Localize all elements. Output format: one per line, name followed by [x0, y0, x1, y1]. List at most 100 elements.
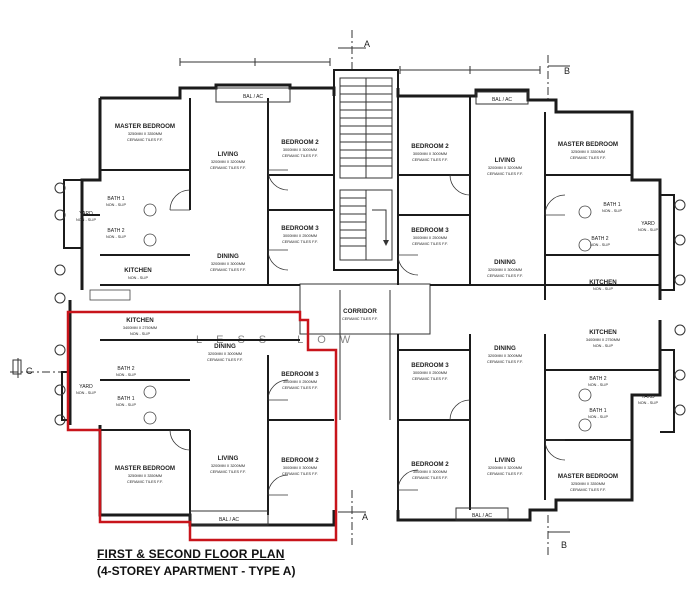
svg-text:MASTER BEDROOM: MASTER BEDROOM — [115, 465, 175, 472]
svg-text:NON - SLIP: NON - SLIP — [590, 243, 611, 247]
svg-text:NON - SLIP: NON - SLIP — [128, 276, 149, 280]
svg-text:LIVING: LIVING — [218, 151, 239, 158]
svg-text:MASTER BEDROOM: MASTER BEDROOM — [558, 473, 618, 480]
svg-text:C: C — [26, 366, 33, 376]
svg-text:LIVING: LIVING — [218, 455, 239, 462]
svg-text:3250MM X 3350MM: 3250MM X 3350MM — [128, 474, 162, 478]
svg-text:BEDROOM 2: BEDROOM 2 — [411, 143, 449, 150]
svg-text:NON - SLIP: NON - SLIP — [130, 332, 151, 336]
right-upper-unit: BAL / AC BEDROOM 2 3000MM X 3000MM CERAM… — [397, 91, 660, 300]
svg-text:CERAMIC TILES F.F.: CERAMIC TILES F.F. — [342, 317, 378, 321]
svg-text:MASTER BEDROOM: MASTER BEDROOM — [558, 141, 618, 148]
svg-text:3000MM X 3000MM: 3000MM X 3000MM — [413, 152, 447, 156]
svg-text:NON - SLIP: NON - SLIP — [116, 373, 137, 377]
svg-text:LIVING: LIVING — [495, 457, 516, 464]
unit-highlight-outline — [66, 310, 338, 542]
drawing-title: FIRST & SECOND FLOOR PLAN — [97, 547, 285, 561]
svg-text:LIVING: LIVING — [495, 157, 516, 164]
svg-text:3000MM X 3000MM: 3000MM X 3000MM — [283, 148, 317, 152]
svg-text:CERAMIC TILES F.F.: CERAMIC TILES F.F. — [210, 470, 246, 474]
svg-text:3400MM X 2750MM: 3400MM X 2750MM — [586, 338, 620, 342]
svg-text:CERAMIC TILES F.F.: CERAMIC TILES F.F. — [412, 377, 448, 381]
svg-text:BATH 1: BATH 1 — [589, 408, 606, 414]
svg-text:BATH 2: BATH 2 — [591, 236, 608, 242]
right-lower-unit: BAL / AC BEDROOM 3 3000MM X 2500MM CERAM… — [397, 329, 660, 521]
svg-text:NON - SLIP: NON - SLIP — [76, 218, 97, 222]
svg-text:BEDROOM 3: BEDROOM 3 — [281, 371, 319, 378]
svg-text:3200MM X 3000MM: 3200MM X 3000MM — [488, 268, 522, 272]
svg-text:3000MM X 2500MM: 3000MM X 2500MM — [413, 371, 447, 375]
svg-text:CERAMIC TILES F.F.: CERAMIC TILES F.F. — [207, 358, 243, 362]
svg-text:CERAMIC TILES F.F.: CERAMIC TILES F.F. — [127, 480, 163, 484]
svg-text:3200MM X 3200MM: 3200MM X 3200MM — [488, 466, 522, 470]
corridor: CORRIDOR CERAMIC TILES F.F. — [299, 283, 431, 420]
svg-text:BEDROOM 3: BEDROOM 3 — [281, 225, 319, 232]
svg-text:BATH 1: BATH 1 — [117, 396, 134, 402]
svg-text:BATH 2: BATH 2 — [589, 376, 606, 382]
svg-text:KITCHEN: KITCHEN — [589, 279, 617, 286]
svg-text:CERAMIC TILES F.F.: CERAMIC TILES F.F. — [487, 172, 523, 176]
svg-text:BAL / AC: BAL / AC — [472, 513, 492, 519]
svg-text:BEDROOM 3: BEDROOM 3 — [411, 362, 449, 369]
svg-text:3250MM X 3350MM: 3250MM X 3350MM — [128, 132, 162, 136]
svg-text:CERAMIC TILES F.F.: CERAMIC TILES F.F. — [487, 360, 523, 364]
svg-text:CERAMIC TILES F.F.: CERAMIC TILES F.F. — [210, 268, 246, 272]
section-marker-a-top: A — [338, 30, 370, 70]
svg-text:3200MM X 3000MM: 3200MM X 3000MM — [488, 354, 522, 358]
svg-text:CERAMIC TILES F.F.: CERAMIC TILES F.F. — [210, 166, 246, 170]
svg-text:CERAMIC TILES F.F.: CERAMIC TILES F.F. — [282, 240, 318, 244]
svg-text:BAL / AC: BAL / AC — [492, 97, 512, 103]
svg-text:BAL / AC: BAL / AC — [243, 94, 263, 100]
stair-core — [333, 69, 399, 271]
svg-text:BEDROOM 3: BEDROOM 3 — [411, 227, 449, 234]
svg-text:CERAMIC TILES F.F.: CERAMIC TILES F.F. — [412, 158, 448, 162]
svg-text:CERAMIC TILES F.F.: CERAMIC TILES F.F. — [412, 242, 448, 246]
svg-text:BEDROOM 2: BEDROOM 2 — [281, 139, 319, 146]
svg-text:NON - SLIP: NON - SLIP — [638, 228, 659, 232]
svg-text:NON - SLIP: NON - SLIP — [602, 209, 623, 213]
left-lower-unit: BAL / AC KITCHEN 3400MM X 2750MM NON - S… — [76, 317, 334, 526]
svg-text:KITCHEN: KITCHEN — [589, 329, 617, 336]
svg-text:A: A — [362, 512, 368, 522]
svg-text:A: A — [364, 39, 370, 49]
svg-text:BEDROOM 2: BEDROOM 2 — [411, 461, 449, 468]
svg-text:DINING: DINING — [494, 345, 516, 352]
section-marker-b-top: B — [547, 55, 570, 100]
svg-text:NON - SLIP: NON - SLIP — [593, 287, 614, 291]
svg-text:BATH 2: BATH 2 — [107, 228, 124, 234]
svg-text:3200MM X 3000MM: 3200MM X 3000MM — [211, 262, 245, 266]
svg-text:BATH 1: BATH 1 — [107, 196, 124, 202]
svg-text:BATH 2: BATH 2 — [117, 366, 134, 372]
svg-text:3000MM X 2500MM: 3000MM X 2500MM — [413, 236, 447, 240]
svg-text:3200MM X 3000MM: 3200MM X 3000MM — [208, 352, 242, 356]
svg-text:NON - SLIP: NON - SLIP — [588, 383, 609, 387]
svg-text:NON - SLIP: NON - SLIP — [76, 391, 97, 395]
svg-text:3400MM X 2750MM: 3400MM X 2750MM — [123, 326, 157, 330]
svg-text:CERAMIC TILES F.F.: CERAMIC TILES F.F. — [412, 476, 448, 480]
section-marker-b-bottom: B — [547, 515, 570, 555]
svg-text:CERAMIC TILES F.F.: CERAMIC TILES F.F. — [282, 154, 318, 158]
svg-text:CERAMIC TILES F.F.: CERAMIC TILES F.F. — [487, 472, 523, 476]
svg-text:3200MM X 3200MM: 3200MM X 3200MM — [211, 160, 245, 164]
svg-text:3000MM X 3000MM: 3000MM X 3000MM — [413, 470, 447, 474]
svg-text:DINING: DINING — [494, 259, 516, 266]
left-upper-unit: BAL / AC MASTER BEDROOM 3250MM X 3350MM … — [76, 87, 334, 301]
section-marker-a-bottom: A — [338, 490, 368, 545]
svg-text:YARD: YARD — [79, 384, 93, 390]
svg-text:3000MM X 2500MM: 3000MM X 2500MM — [283, 234, 317, 238]
svg-text:3200MM X 3200MM: 3200MM X 3200MM — [488, 166, 522, 170]
svg-text:3250MM X 3350MM: 3250MM X 3350MM — [571, 482, 605, 486]
svg-text:CERAMIC TILES F.F.: CERAMIC TILES F.F. — [282, 472, 318, 476]
svg-text:MASTER BEDROOM: MASTER BEDROOM — [115, 123, 175, 130]
svg-text:B: B — [561, 540, 567, 550]
svg-text:DINING: DINING — [217, 253, 239, 260]
svg-text:NON - SLIP: NON - SLIP — [588, 415, 609, 419]
svg-text:3000MM X 3000MM: 3000MM X 3000MM — [283, 466, 317, 470]
svg-text:BEDROOM 2: BEDROOM 2 — [281, 457, 319, 464]
svg-text:BATH 1: BATH 1 — [603, 202, 620, 208]
svg-text:KITCHEN: KITCHEN — [124, 267, 152, 274]
svg-text:NON - SLIP: NON - SLIP — [116, 403, 137, 407]
top-dimension-lines — [179, 58, 541, 74]
svg-text:NON - SLIP: NON - SLIP — [106, 235, 127, 239]
